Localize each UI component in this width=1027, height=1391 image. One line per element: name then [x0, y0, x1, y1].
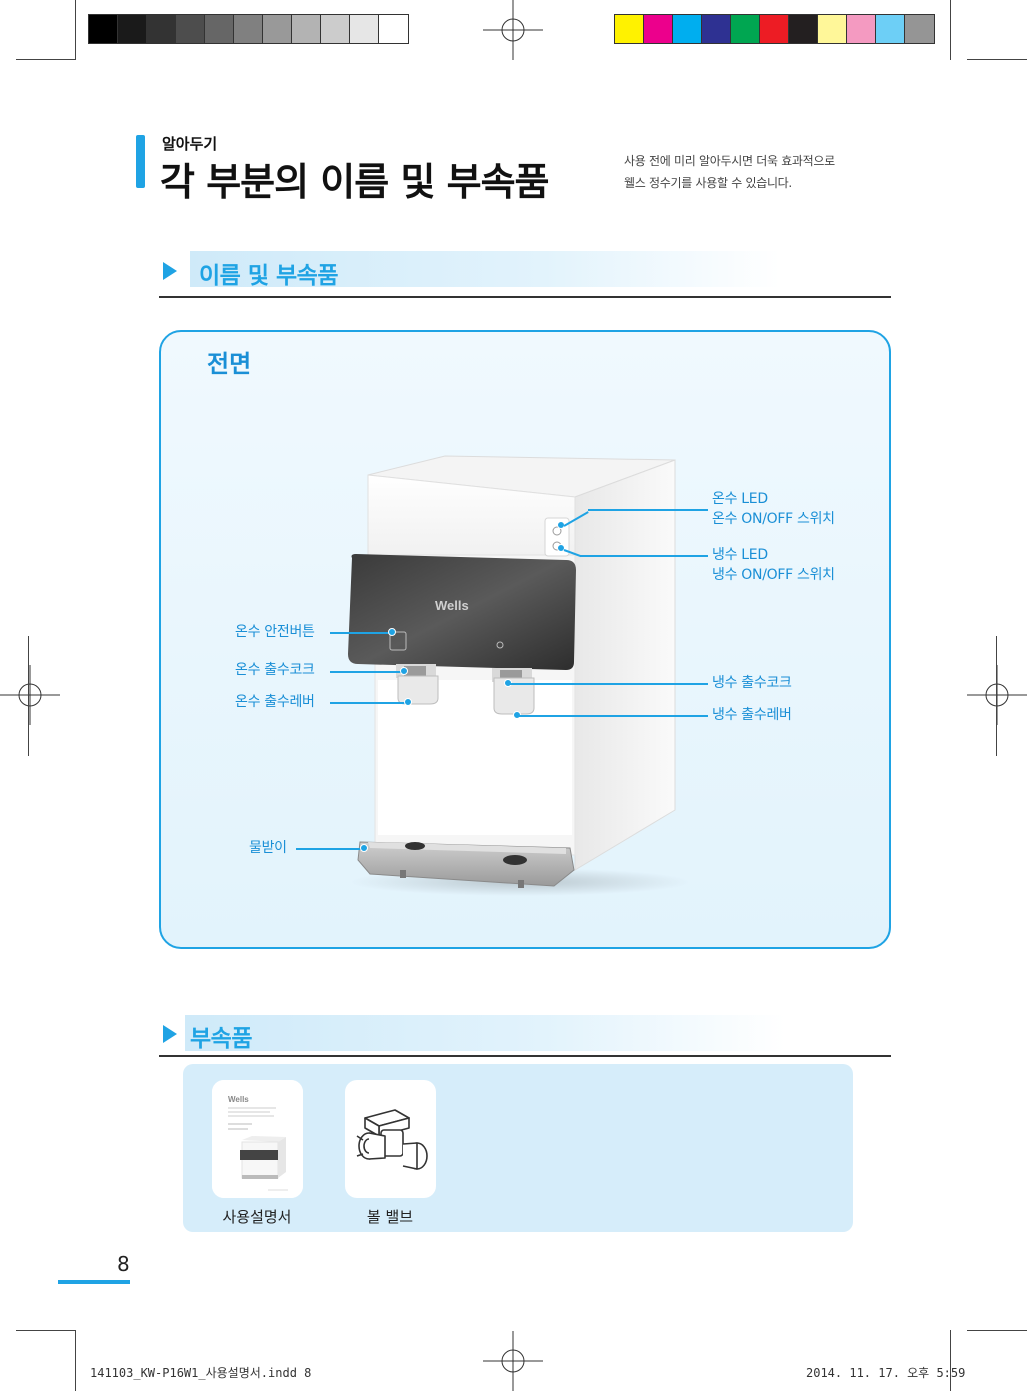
process-swatch-3	[702, 15, 731, 43]
callout-line-cold-cock	[510, 683, 708, 685]
section-band	[185, 1015, 785, 1051]
label-cold-led: 냉수 LED	[712, 547, 768, 563]
gray-color-bar	[88, 14, 409, 44]
gray-swatch-10	[379, 15, 408, 43]
section-divider	[159, 296, 891, 298]
process-swatch-6	[789, 15, 818, 43]
gray-swatch-2	[147, 15, 176, 43]
callout-line-drip-tray	[296, 848, 362, 850]
process-swatch-4	[731, 15, 760, 43]
gray-swatch-9	[350, 15, 379, 43]
label-cold-cock: 냉수 출수코크	[712, 675, 792, 691]
process-swatch-7	[818, 15, 847, 43]
accessory-label-ball-valve: 볼 밸브	[366, 1208, 414, 1226]
accessory-card-manual: Wells	[212, 1080, 303, 1198]
gray-swatch-8	[321, 15, 350, 43]
process-swatch-0	[615, 15, 644, 43]
registration-mark-right	[967, 635, 1027, 755]
footer-datetime: 2014. 11. 17. 오후 5:59	[806, 1366, 966, 1380]
gray-swatch-3	[176, 15, 205, 43]
manual-brand-text: Wells	[228, 1095, 249, 1104]
callout-dot-cold-led	[557, 544, 565, 552]
callout-line-cold-led-b	[580, 555, 708, 557]
section-divider	[159, 1055, 891, 1057]
label-drip-tray: 물받이	[249, 840, 287, 856]
gray-swatch-7	[292, 15, 321, 43]
label-hot-lever: 온수 출수레버	[235, 694, 315, 710]
registration-mark-left	[0, 635, 60, 755]
section-arrow-icon	[163, 1025, 177, 1043]
section-title-names: 이름 및 부속품	[199, 263, 338, 289]
header-description: 사용 전에 미리 알아두시면 더욱 효과적으로 웰스 정수기를 사용할 수 있습…	[624, 154, 835, 190]
label-hot-safety: 온수 안전버튼	[235, 624, 315, 640]
process-swatch-2	[673, 15, 702, 43]
registration-mark-bottom	[483, 1331, 543, 1391]
gray-swatch-6	[263, 15, 292, 43]
registration-mark-top	[483, 0, 543, 60]
accessory-label-manual: 사용설명서	[222, 1208, 292, 1226]
gray-swatch-5	[234, 15, 263, 43]
section-title-accessories: 부속품	[190, 1026, 252, 1052]
callout-dot-hot-safety	[388, 628, 396, 636]
process-swatch-8	[847, 15, 876, 43]
section-arrow-icon	[163, 262, 177, 280]
callout-dot-drip-tray	[360, 844, 368, 852]
gray-swatch-4	[205, 15, 234, 43]
header-kicker: 알아두기	[162, 135, 218, 153]
water-purifier-illustration: Wells	[348, 455, 690, 896]
page-number-bar	[58, 1280, 130, 1284]
process-swatch-10	[905, 15, 934, 43]
page-title: 각 부분의 이름 및 부속품	[160, 160, 550, 204]
process-swatch-9	[876, 15, 905, 43]
page-number: 8	[117, 1252, 130, 1276]
callout-line-hot-led-b	[588, 509, 708, 511]
label-cold-switch: 냉수 ON/OFF 스위치	[712, 567, 835, 583]
label-cold-lever: 냉수 출수레버	[712, 707, 792, 723]
accessory-card-ball-valve	[345, 1080, 436, 1198]
callout-line-hot-safety	[330, 632, 390, 634]
label-hot-led: 온수 LED	[712, 491, 768, 507]
front-view-title: 전면	[207, 350, 252, 378]
callout-line-cold-lever	[519, 715, 708, 717]
process-swatch-5	[760, 15, 789, 43]
process-color-bar	[614, 14, 935, 44]
callout-dot-hot-lever	[404, 698, 412, 706]
callout-line-hot-lever	[330, 702, 406, 704]
label-hot-cock: 온수 출수코크	[235, 662, 315, 678]
gray-swatch-0	[89, 15, 118, 43]
callout-dot-hot-cock	[400, 667, 408, 675]
callout-line-hot-cock	[330, 671, 402, 673]
manual-booklet-icon: Wells	[212, 1080, 303, 1198]
brand-logo-text: Wells	[435, 598, 469, 613]
ball-valve-icon	[356, 1109, 428, 1170]
section-band	[190, 251, 780, 287]
footer-file-name: 141103_KW-P16W1_사용설명서.indd 8	[90, 1366, 312, 1380]
header-accent-bar	[136, 135, 145, 188]
gray-swatch-1	[118, 15, 147, 43]
label-hot-switch: 온수 ON/OFF 스위치	[712, 511, 835, 527]
process-swatch-1	[644, 15, 673, 43]
